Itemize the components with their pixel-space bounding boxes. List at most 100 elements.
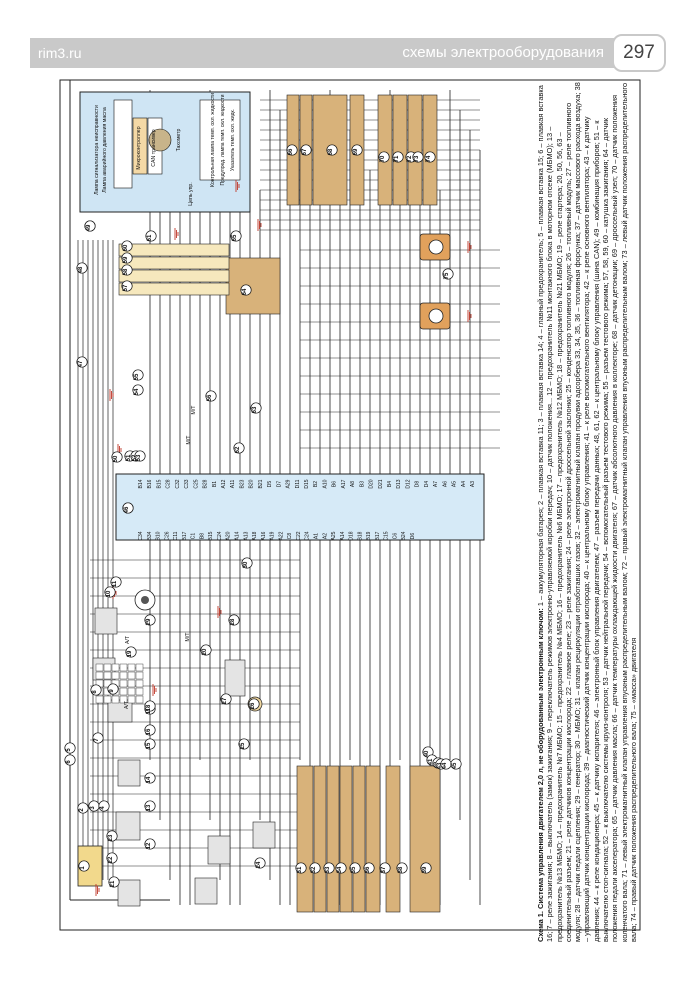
component-number-circle [145, 230, 157, 242]
component-number: 60 [123, 244, 129, 251]
diagram-caption: Схема 1. Система управления двигателем 2… [536, 82, 638, 942]
component-number: 72 [407, 155, 413, 162]
ecu-pin-label: C34 [138, 531, 144, 540]
component-number: 64 [242, 288, 248, 295]
ecu-pin-label: D4 [424, 481, 430, 488]
component-block [409, 765, 441, 913]
ecu-pin-label: B10 [156, 531, 162, 540]
switch-matrix-cell [119, 671, 128, 680]
site-name[interactable]: rim3.ru [38, 45, 82, 61]
ignition-coil-block [118, 256, 230, 270]
ground-icon [257, 219, 262, 231]
component-number: 16 [146, 728, 152, 735]
component-number-circle [363, 862, 375, 874]
switch-matrix-cell [135, 695, 144, 704]
component-number-circle [107, 683, 119, 695]
component-number-circle [144, 838, 156, 850]
component-number-circle [230, 230, 242, 242]
relay-block [207, 835, 231, 865]
ground-icon [95, 884, 100, 896]
ecu-pin-label: A2 [322, 533, 328, 539]
component-number: 59 [123, 256, 129, 263]
ecu-pin-label: B21 [258, 479, 264, 488]
component-number-circle [134, 450, 146, 462]
page-number: 297 [612, 34, 666, 72]
component-number-circle [144, 738, 156, 750]
component-number-circle [132, 384, 144, 396]
component-block [377, 94, 393, 206]
component-number: 12 [146, 842, 152, 849]
mt-at-label: A/T [124, 700, 130, 709]
component-number-circle [144, 700, 156, 712]
mt-at-label: A/T [125, 635, 131, 644]
relay-block [117, 759, 141, 787]
component-number: 75 [444, 272, 450, 279]
ecu-pin-label: A8 [350, 481, 356, 487]
component-number: 26 [250, 702, 256, 709]
ecu-pin-label: C6 [392, 533, 398, 540]
ecu-pin-label: B8 [199, 533, 205, 539]
ecu-pin-label: D12 [405, 479, 411, 488]
switch-matrix-cell [119, 679, 128, 688]
component-number-circle [77, 802, 89, 814]
ecu-pin-label: B1 [212, 481, 218, 487]
component-number: 15 [146, 742, 152, 749]
component-number-circle [144, 724, 156, 736]
control-circuit-label: Цепь упр. [188, 182, 194, 205]
switch-matrix-cell [103, 695, 112, 704]
component-number: 30 [243, 561, 249, 568]
component-number: 61 [147, 234, 153, 241]
ecu-pin-label: D5 [267, 481, 273, 488]
ecu-pin-label: C22 [296, 531, 302, 540]
component-number-circle [84, 220, 96, 232]
component-block [326, 765, 340, 913]
switch-matrix-cell [127, 663, 136, 672]
ecu-pin-label: D6 [410, 533, 416, 540]
component-number: 51 [126, 454, 132, 461]
ecu-pin-label: B4 [387, 481, 393, 487]
component-number: 27 [222, 697, 228, 704]
component-number-circle [412, 151, 424, 163]
ecu-pin-label: D21 [378, 479, 384, 488]
component-number-circle [205, 390, 217, 402]
tachometer-label: Тахометр [176, 128, 182, 151]
component-number-circle [144, 614, 156, 626]
component-number: 74 [426, 155, 432, 162]
component-number-circle [144, 800, 156, 812]
component-block [422, 94, 438, 206]
component-number-circle [76, 262, 88, 274]
ecu-pin-label: B2 [313, 481, 319, 487]
ecu-pin-label: A11 [230, 480, 236, 489]
component-number-circle [108, 876, 120, 888]
ignition-coil-block [118, 269, 230, 283]
ecu-pin-label: A29 [286, 479, 292, 488]
component-number: 47 [78, 360, 84, 367]
component-number: 39 [422, 866, 428, 873]
component-number: 69 [353, 148, 359, 155]
ecu-pin-label: A14 [235, 531, 241, 540]
component-number-circle [76, 356, 88, 368]
component-number: 66 [288, 148, 294, 155]
component-number-circle [295, 862, 307, 874]
ecu-pin-label: A6 [442, 481, 448, 487]
switch-matrix-cell [135, 679, 144, 688]
component-number: 56 [207, 394, 213, 401]
ground-icon [109, 389, 114, 401]
component-number-circle [241, 557, 253, 569]
ignition-coil-block [118, 282, 230, 296]
component-number-circle [379, 862, 391, 874]
ecu-block [115, 473, 485, 541]
component-number-circle [238, 738, 250, 750]
component-number: 5 [66, 748, 72, 752]
section-title: схемы электрооборудования [402, 44, 604, 61]
component-number-circle [420, 862, 432, 874]
component-number: 9 [109, 689, 115, 693]
ecu-pin-label: A5 [452, 481, 458, 487]
relay-block [252, 821, 276, 849]
component-number: 68 [328, 148, 334, 155]
component-number: 25 [240, 742, 246, 749]
ecu-pin-label: B34 [147, 531, 153, 540]
ground-icon [235, 180, 240, 192]
tachometer-gauge [148, 128, 172, 152]
